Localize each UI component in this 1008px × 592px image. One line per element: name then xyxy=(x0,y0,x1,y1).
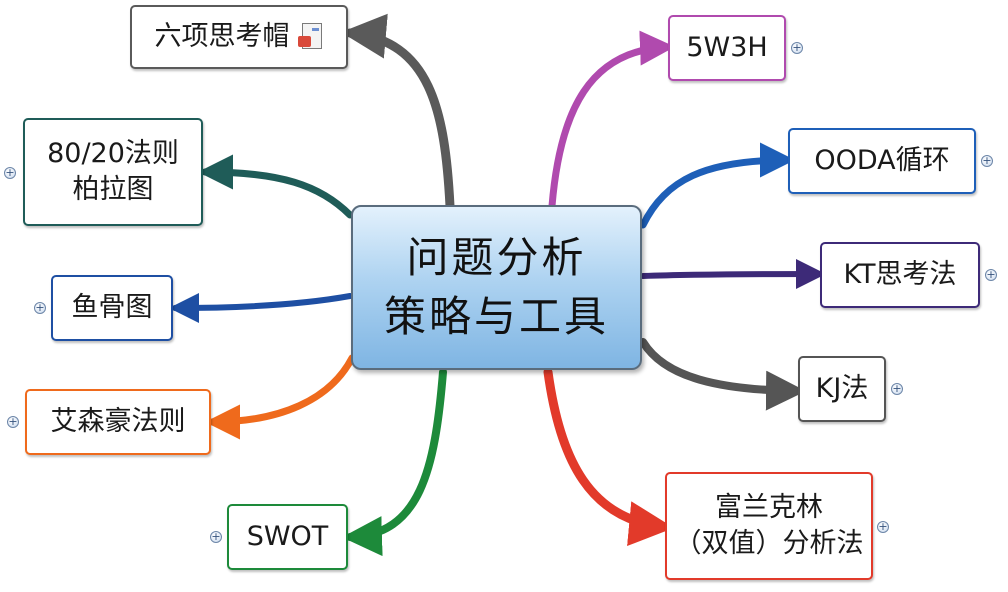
expand-plus-icon[interactable]: + xyxy=(877,520,889,533)
connector-swot xyxy=(342,368,447,557)
central-topic[interactable]: 问题分析 策略与工具 xyxy=(351,205,642,370)
topic-swot-label: SWOT xyxy=(246,520,329,552)
topic-5w3h-label: 5W3H xyxy=(686,31,768,63)
topic-six-thinking-hats[interactable]: 六项思考帽 xyxy=(130,5,348,69)
expand-plus-icon[interactable]: + xyxy=(985,268,997,281)
topic-pareto-line-2: 柏拉图 xyxy=(72,174,154,205)
topic-5w3h[interactable]: 5W3H xyxy=(668,15,786,81)
expand-plus-icon[interactable]: + xyxy=(891,382,903,395)
topic-pareto[interactable]: 80/20法则 柏拉图 xyxy=(23,118,203,226)
topic-franklin-analysis[interactable]: 富兰克林 （双值）分析法 xyxy=(665,472,873,580)
expand-plus-icon[interactable]: + xyxy=(981,154,993,167)
topic-fishbone[interactable]: 鱼骨图 xyxy=(51,275,173,341)
expand-plus-icon[interactable]: + xyxy=(7,415,19,428)
connector-ooda xyxy=(639,142,795,229)
connector-eisenhower xyxy=(205,354,356,440)
topic-ooda-loop-label: OODA循环 xyxy=(814,144,950,176)
central-topic-line-1: 问题分析 xyxy=(406,232,587,282)
topic-eisenhower[interactable]: 艾森豪法则 xyxy=(25,389,211,455)
topic-franklin-line-2: （双值）分析法 xyxy=(674,528,864,559)
topic-fishbone-label: 鱼骨图 xyxy=(71,291,153,323)
topic-swot[interactable]: SWOT xyxy=(227,504,348,570)
topic-franklin-line-1: 富兰克林 xyxy=(715,491,823,523)
expand-plus-icon[interactable]: + xyxy=(34,301,46,314)
connector-franklin xyxy=(543,367,674,547)
topic-pareto-line-1: 80/20法则 xyxy=(47,137,179,169)
connector-kt xyxy=(640,259,826,290)
connector-fishbone xyxy=(169,292,353,323)
expand-plus-icon[interactable]: + xyxy=(210,530,222,543)
connector-kj xyxy=(639,338,806,411)
topic-kt-method-label: KT思考法 xyxy=(843,258,957,290)
topic-kj-method[interactable]: KJ法 xyxy=(798,356,886,422)
expand-plus-icon[interactable]: + xyxy=(791,41,803,54)
expand-plus-icon[interactable]: + xyxy=(4,166,16,179)
connector-pareto xyxy=(198,154,354,219)
connector-5w3h xyxy=(548,30,675,210)
connector-six-hats xyxy=(341,13,455,211)
topic-six-thinking-hats-label: 六项思考帽 xyxy=(154,20,290,52)
topic-kt-method[interactable]: KT思考法 xyxy=(820,242,980,308)
document-attachment-icon[interactable] xyxy=(297,23,324,51)
topic-kj-method-label: KJ法 xyxy=(815,372,869,404)
topic-ooda-loop[interactable]: OODA循环 xyxy=(788,128,976,194)
topic-eisenhower-label: 艾森豪法则 xyxy=(50,405,186,437)
central-topic-line-2: 策略与工具 xyxy=(383,291,609,341)
